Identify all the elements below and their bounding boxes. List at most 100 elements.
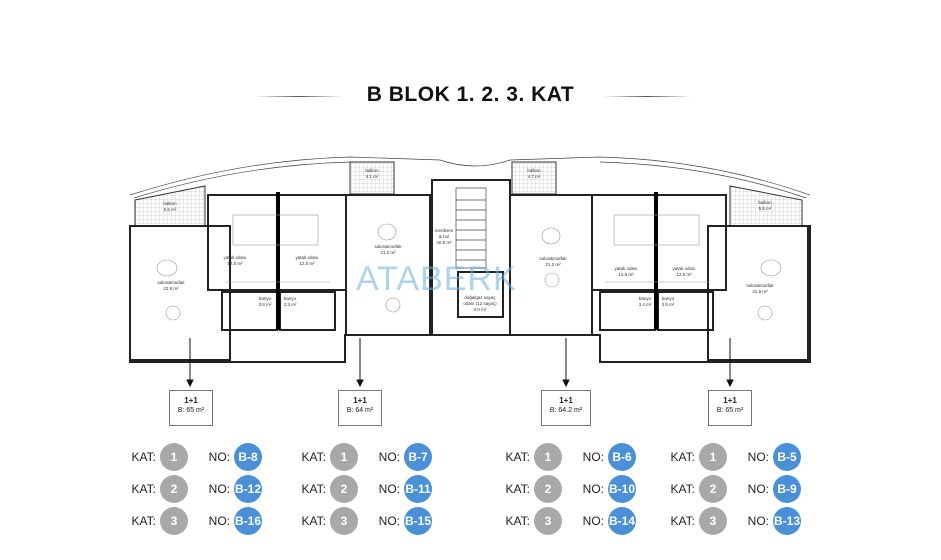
kat-label: KAT: bbox=[301, 450, 326, 464]
svg-text:banyo: banyo bbox=[662, 296, 675, 301]
apartment-number-badge: B-7 bbox=[404, 443, 432, 471]
floor-badge: 1 bbox=[699, 443, 727, 471]
stair-icon bbox=[455, 187, 487, 269]
kat-label: KAT: bbox=[505, 514, 530, 528]
unit-type: 1+1 bbox=[353, 396, 367, 405]
svg-text:salon&mutfak: salon&mutfak bbox=[539, 256, 567, 261]
svg-text:balkon: balkon bbox=[365, 168, 379, 173]
balcony-u1 bbox=[134, 185, 206, 227]
kat-label: KAT: bbox=[505, 482, 530, 496]
kat-label: KAT: bbox=[301, 514, 326, 528]
kat-label: KAT: bbox=[670, 514, 695, 528]
svg-text:21.2 m²: 21.2 m² bbox=[545, 262, 561, 267]
svg-text:5.5 m²: 5.5 m² bbox=[759, 206, 772, 211]
svg-text:balkon: balkon bbox=[758, 200, 772, 205]
apartment-number-badge: B-5 bbox=[773, 443, 801, 471]
apartment-number-badge: B-8 bbox=[234, 443, 262, 471]
floor-badge: 1 bbox=[534, 443, 562, 471]
svg-text:5.5 m²: 5.5 m² bbox=[164, 207, 177, 212]
floor-badge: 1 bbox=[330, 443, 358, 471]
svg-text:balkon: balkon bbox=[527, 168, 541, 173]
title-rule-right bbox=[603, 96, 691, 97]
svg-text:& hol: & hol bbox=[439, 234, 449, 239]
kat-label: KAT: bbox=[505, 450, 530, 464]
svg-text:12.5 m²: 12.5 m² bbox=[676, 272, 692, 277]
core-stair-hall bbox=[431, 179, 511, 336]
party-wall bbox=[654, 192, 658, 330]
no-label: NO: bbox=[582, 482, 604, 496]
room-u1-salon bbox=[129, 225, 231, 361]
kat-label: KAT: bbox=[131, 514, 156, 528]
floor-number-row: KAT: 1 NO: B-7 bbox=[286, 443, 432, 471]
floor-badge: 2 bbox=[699, 475, 727, 503]
apartment-number-badge: B-11 bbox=[404, 475, 432, 503]
floor-badge: 2 bbox=[534, 475, 562, 503]
floor-badge: 3 bbox=[699, 507, 727, 535]
unit-area: B: 64.2 m² bbox=[549, 407, 583, 414]
svg-text:4.1 m²: 4.1 m² bbox=[366, 174, 379, 179]
no-label: NO: bbox=[378, 514, 400, 528]
no-label: NO: bbox=[747, 514, 769, 528]
apartment-number-badge: B-10 bbox=[608, 475, 636, 503]
no-label: NO: bbox=[582, 514, 604, 528]
floor-badge: 3 bbox=[534, 507, 562, 535]
floor-badge: 3 bbox=[330, 507, 358, 535]
no-label: NO: bbox=[747, 482, 769, 496]
unit-type: 1+1 bbox=[184, 396, 198, 405]
svg-text:yatak odası: yatak odası bbox=[614, 266, 637, 271]
svg-text:3.4 m²: 3.4 m² bbox=[639, 302, 652, 307]
unit-info-box: 1+1 B: 65 m² bbox=[708, 390, 752, 426]
svg-text:odası (12 sayaç): odası (12 sayaç) bbox=[463, 301, 497, 306]
svg-text:12.5 m²: 12.5 m² bbox=[299, 261, 315, 266]
apartment-number-badge: B-9 bbox=[773, 475, 801, 503]
apartment-number-badge: B-13 bbox=[773, 507, 801, 535]
party-wall bbox=[276, 192, 280, 330]
floor-number-row: KAT: 3 NO: B-14 bbox=[490, 507, 636, 535]
svg-text:balkon: balkon bbox=[163, 201, 177, 206]
svg-text:doğalgaz sayaç: doğalgaz sayaç bbox=[464, 295, 496, 300]
floor-badge: 1 bbox=[160, 443, 188, 471]
unit-info-box: 1+1 B: 64 m² bbox=[338, 390, 382, 426]
floor-badge: 3 bbox=[160, 507, 188, 535]
apartment-number-badge: B-6 bbox=[608, 443, 636, 471]
svg-text:banyo: banyo bbox=[284, 296, 297, 301]
kat-label: KAT: bbox=[131, 482, 156, 496]
apartment-number-badge: B-15 bbox=[404, 507, 432, 535]
svg-text:salon&mutfak: salon&mutfak bbox=[374, 244, 402, 249]
svg-text:banyo: banyo bbox=[259, 296, 272, 301]
svg-text:12.5 m²: 12.5 m² bbox=[227, 261, 243, 266]
svg-text:salon&mutfak: salon&mutfak bbox=[157, 280, 185, 285]
no-label: NO: bbox=[747, 450, 769, 464]
kat-label: KAT: bbox=[301, 482, 326, 496]
svg-text:4.7 m²: 4.7 m² bbox=[528, 174, 541, 179]
apartment-number-badge: B-14 bbox=[608, 507, 636, 535]
no-label: NO: bbox=[378, 450, 400, 464]
svg-text:12.5 m²: 12.5 m² bbox=[618, 272, 634, 277]
unit-arrows bbox=[186, 338, 734, 388]
roof-outline bbox=[129, 156, 811, 196]
unit-type: 1+1 bbox=[559, 396, 573, 405]
svg-text:3.8 m²: 3.8 m² bbox=[259, 302, 272, 307]
unit-area: B: 64 m² bbox=[346, 407, 374, 414]
unit-area: B: 65 m² bbox=[177, 407, 205, 414]
svg-text:yatak odası: yatak odası bbox=[223, 255, 246, 260]
floor-number-row: KAT: 2 NO: B-9 bbox=[655, 475, 801, 503]
title-rule-left bbox=[255, 96, 343, 97]
floor-badge: 2 bbox=[330, 475, 358, 503]
unit-area: B: 65 m² bbox=[716, 407, 744, 414]
unit-info-box: 1+1 B: 65 m² bbox=[169, 390, 213, 426]
kat-label: KAT: bbox=[131, 450, 156, 464]
room-u2-bedroom bbox=[277, 194, 347, 291]
svg-text:22.9 m²: 22.9 m² bbox=[163, 286, 179, 291]
svg-text:22.9 m²: 22.9 m² bbox=[752, 289, 768, 294]
kat-label: KAT: bbox=[670, 482, 695, 496]
svg-text:merdiven: merdiven bbox=[435, 228, 454, 233]
unit-type: 1+1 bbox=[723, 396, 737, 405]
